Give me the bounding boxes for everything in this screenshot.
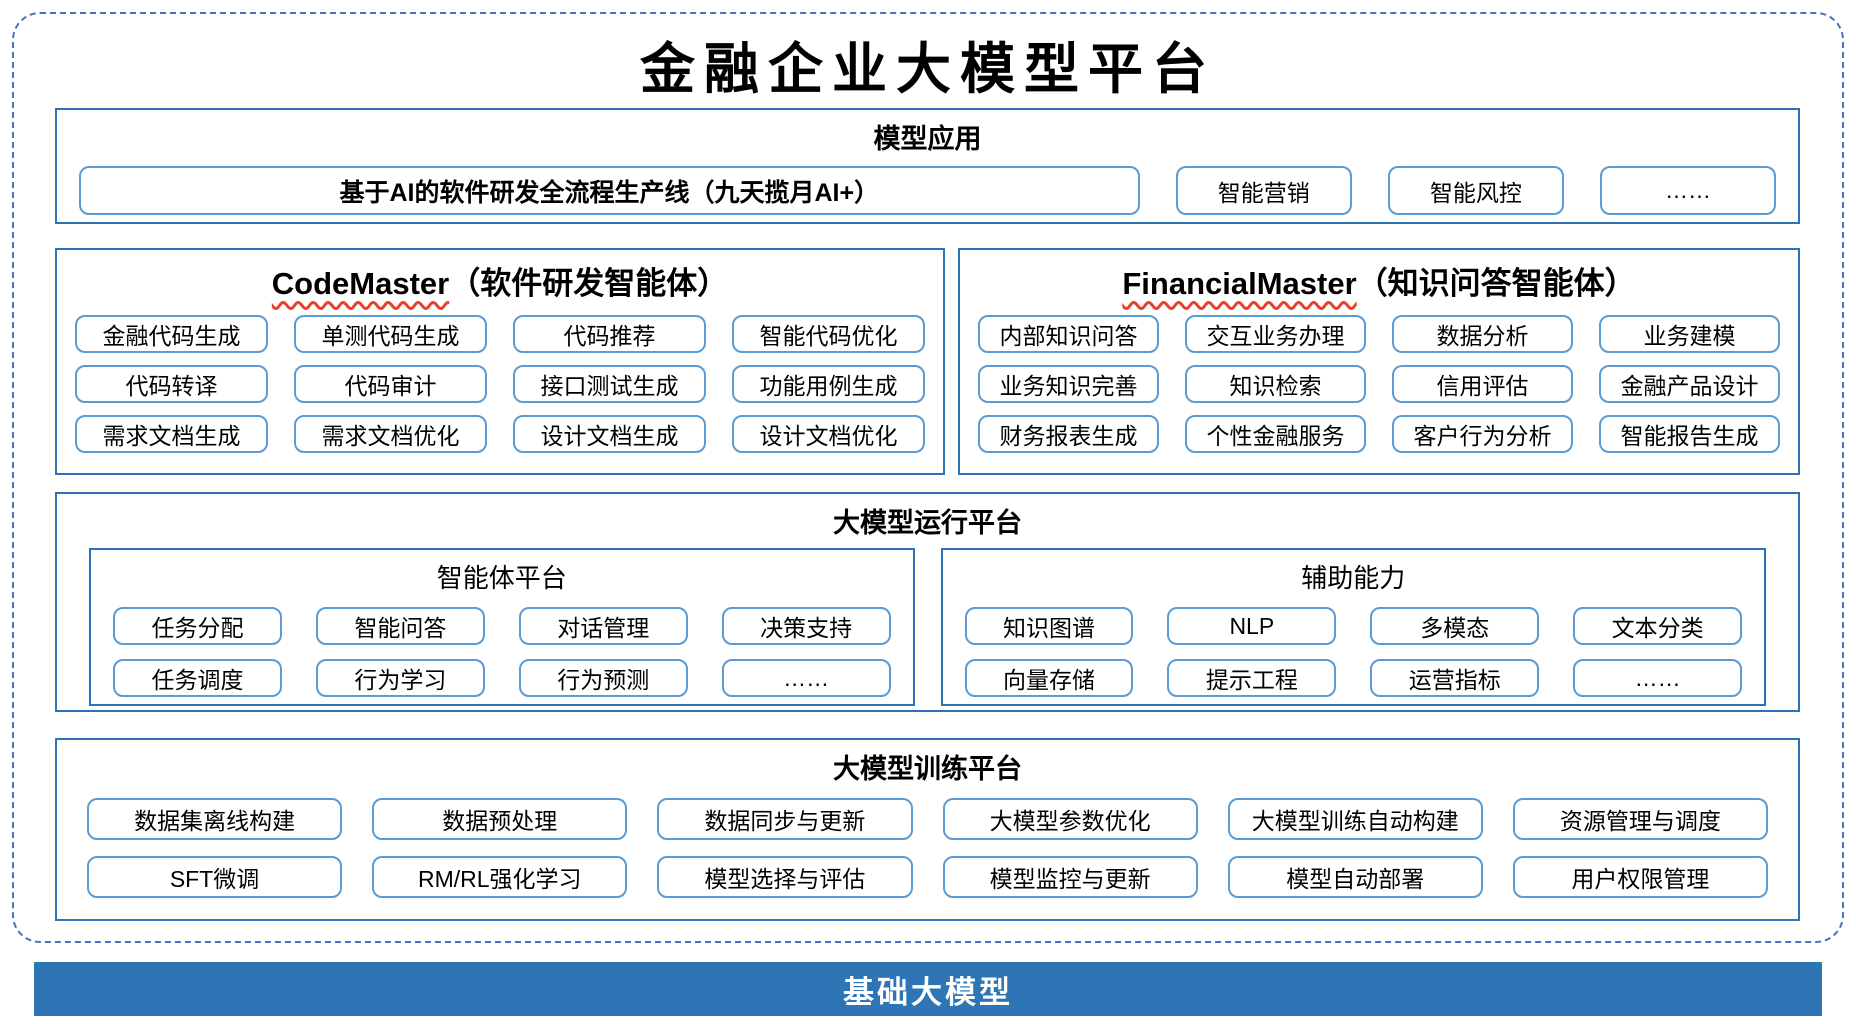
capability-chip: 运营指标 — [1370, 659, 1540, 697]
capability-chip: 用户权限管理 — [1512, 856, 1768, 898]
capability-chip: 数据集离线构建 — [87, 798, 343, 840]
capability-chip: 代码推荐 — [513, 315, 706, 353]
capability-chip: 模型自动部署 — [1227, 856, 1483, 898]
capability-chip: 知识图谱 — [964, 607, 1134, 645]
capability-chip: 模型选择与评估 — [657, 856, 913, 898]
capability-chip: 向量存储 — [964, 659, 1134, 697]
capability-chip: 智能问答 — [315, 607, 485, 645]
capability-chip: 信用评估 — [1392, 365, 1573, 403]
capability-chip: 数据分析 — [1392, 315, 1573, 353]
model-application-row: 基于AI的软件研发全流程生产线（九天揽月AI+） 智能营销智能风控 …… — [57, 166, 1798, 215]
capability-chip: 知识检索 — [1185, 365, 1366, 403]
model-application-title: 模型应用 — [873, 124, 982, 154]
capability-chip: 需求文档优化 — [294, 415, 487, 453]
capability-chip: 文本分类 — [1573, 607, 1742, 645]
capability-chip: 决策支持 — [721, 607, 891, 645]
capability-chip: 财务报表生成 — [978, 415, 1159, 453]
codemaster-title: CodeMaster（软件研发智能体） — [57, 258, 943, 303]
capability-chip: 任务分配 — [113, 607, 282, 645]
capability-chip: 提示工程 — [1167, 659, 1337, 697]
run-platform-title: 大模型运行平台 — [833, 508, 1022, 538]
capability-chip: 单测代码生成 — [294, 315, 487, 353]
agent-platform-title: 智能体平台 — [436, 563, 567, 593]
codemaster-grid: 金融代码生成单测代码生成代码推荐智能代码优化代码转译代码审计接口测试生成功能用例… — [57, 315, 943, 453]
capability-chip: …… — [1573, 659, 1742, 697]
financialmaster-title-en: FinancialMaster — [1122, 266, 1357, 301]
agent-platform-grid: 任务分配智能问答对话管理决策支持任务调度行为学习行为预测 …… — [91, 607, 913, 697]
capability-chip: 智能代码优化 — [732, 315, 925, 353]
run-platform-body: 智能体平台 任务分配智能问答对话管理决策支持任务调度行为学习行为预测 …… 辅助能… — [57, 548, 1798, 706]
capability-chip: 大模型参数优化 — [942, 798, 1198, 840]
application-chip-main: 基于AI的软件研发全流程生产线（九天揽月AI+） — [79, 166, 1140, 215]
capability-chip: SFT微调 — [87, 856, 343, 898]
capability-chip: 资源管理与调度 — [1512, 798, 1768, 840]
capability-chip: 数据同步与更新 — [657, 798, 913, 840]
train-platform-title: 大模型训练平台 — [833, 754, 1022, 784]
capability-chip: …… — [721, 659, 891, 697]
train-platform-grid: 数据集离线构建数据预处理数据同步与更新大模型参数优化大模型训练自动构建资源管理与… — [57, 798, 1798, 898]
capability-chip: 客户行为分析 — [1392, 415, 1573, 453]
capability-chip: RM/RL强化学习 — [372, 856, 628, 898]
capability-chip: 智能报告生成 — [1599, 415, 1780, 453]
capability-chip: 个性金融服务 — [1185, 415, 1366, 453]
capability-chip: 接口测试生成 — [513, 365, 706, 403]
subsection-aux-capability: 辅助能力 知识图谱 NLP 多模态文本分类向量存储提示工程运营指标 …… — [940, 548, 1766, 706]
capability-chip: 行为学习 — [315, 659, 485, 697]
codemaster-title-zh: （软件研发智能体） — [449, 266, 729, 301]
capability-chip: 金融产品设计 — [1599, 365, 1780, 403]
capability-chip: 任务调度 — [113, 659, 282, 697]
capability-chip: 业务建模 — [1599, 315, 1780, 353]
section-code-master: CodeMaster（软件研发智能体） 金融代码生成单测代码生成代码推荐智能代码… — [55, 248, 945, 475]
base-model-bar: 基础大模型 — [34, 962, 1822, 1016]
financialmaster-title-zh: （知识问答智能体） — [1356, 266, 1636, 301]
outer-dashed-border — [12, 12, 1844, 943]
capability-chip: 设计文档生成 — [513, 415, 706, 453]
capability-chip: 业务知识完善 — [978, 365, 1159, 403]
section-train-platform: 大模型训练平台 数据集离线构建数据预处理数据同步与更新大模型参数优化大模型训练自… — [55, 738, 1800, 921]
capability-chip: 多模态 — [1370, 607, 1540, 645]
application-chip: …… — [1599, 166, 1776, 215]
page-title: 金融企业大模型平台 — [639, 39, 1216, 100]
capability-chip: 交互业务办理 — [1185, 315, 1366, 353]
financialmaster-grid: 内部知识问答交互业务办理数据分析业务建模业务知识完善知识检索信用评估金融产品设计… — [960, 315, 1798, 453]
capability-chip: 对话管理 — [518, 607, 688, 645]
capability-chip: 需求文档生成 — [75, 415, 268, 453]
capability-chip: 数据预处理 — [372, 798, 628, 840]
section-run-platform: 大模型运行平台 智能体平台 任务分配智能问答对话管理决策支持任务调度行为学习行为… — [55, 492, 1800, 712]
aux-capability-grid: 知识图谱 NLP 多模态文本分类向量存储提示工程运营指标 …… — [943, 607, 1765, 697]
application-chip: 智能营销 — [1175, 166, 1352, 215]
capability-chip: NLP — [1167, 607, 1337, 645]
application-chip: 智能风控 — [1387, 166, 1564, 215]
capability-chip: 代码转译 — [75, 365, 268, 403]
capability-chip: 设计文档优化 — [732, 415, 925, 453]
capability-chip: 内部知识问答 — [978, 315, 1159, 353]
capability-chip: 行为预测 — [518, 659, 688, 697]
capability-chip: 大模型训练自动构建 — [1227, 798, 1483, 840]
section-model-application: 模型应用 基于AI的软件研发全流程生产线（九天揽月AI+） 智能营销智能风控 …… — [55, 108, 1800, 224]
capability-chip: 代码审计 — [294, 365, 487, 403]
aux-capability-title: 辅助能力 — [1301, 563, 1406, 593]
capability-chip: 模型监控与更新 — [942, 856, 1198, 898]
capability-chip: 金融代码生成 — [75, 315, 268, 353]
subsection-agent-platform: 智能体平台 任务分配智能问答对话管理决策支持任务调度行为学习行为预测 …… — [89, 548, 915, 706]
financialmaster-title: FinancialMaster（知识问答智能体） — [960, 258, 1798, 303]
capability-chip: 功能用例生成 — [732, 365, 925, 403]
codemaster-title-en: CodeMaster — [271, 266, 450, 301]
section-financial-master: FinancialMaster（知识问答智能体） 内部知识问答交互业务办理数据分… — [958, 248, 1800, 475]
